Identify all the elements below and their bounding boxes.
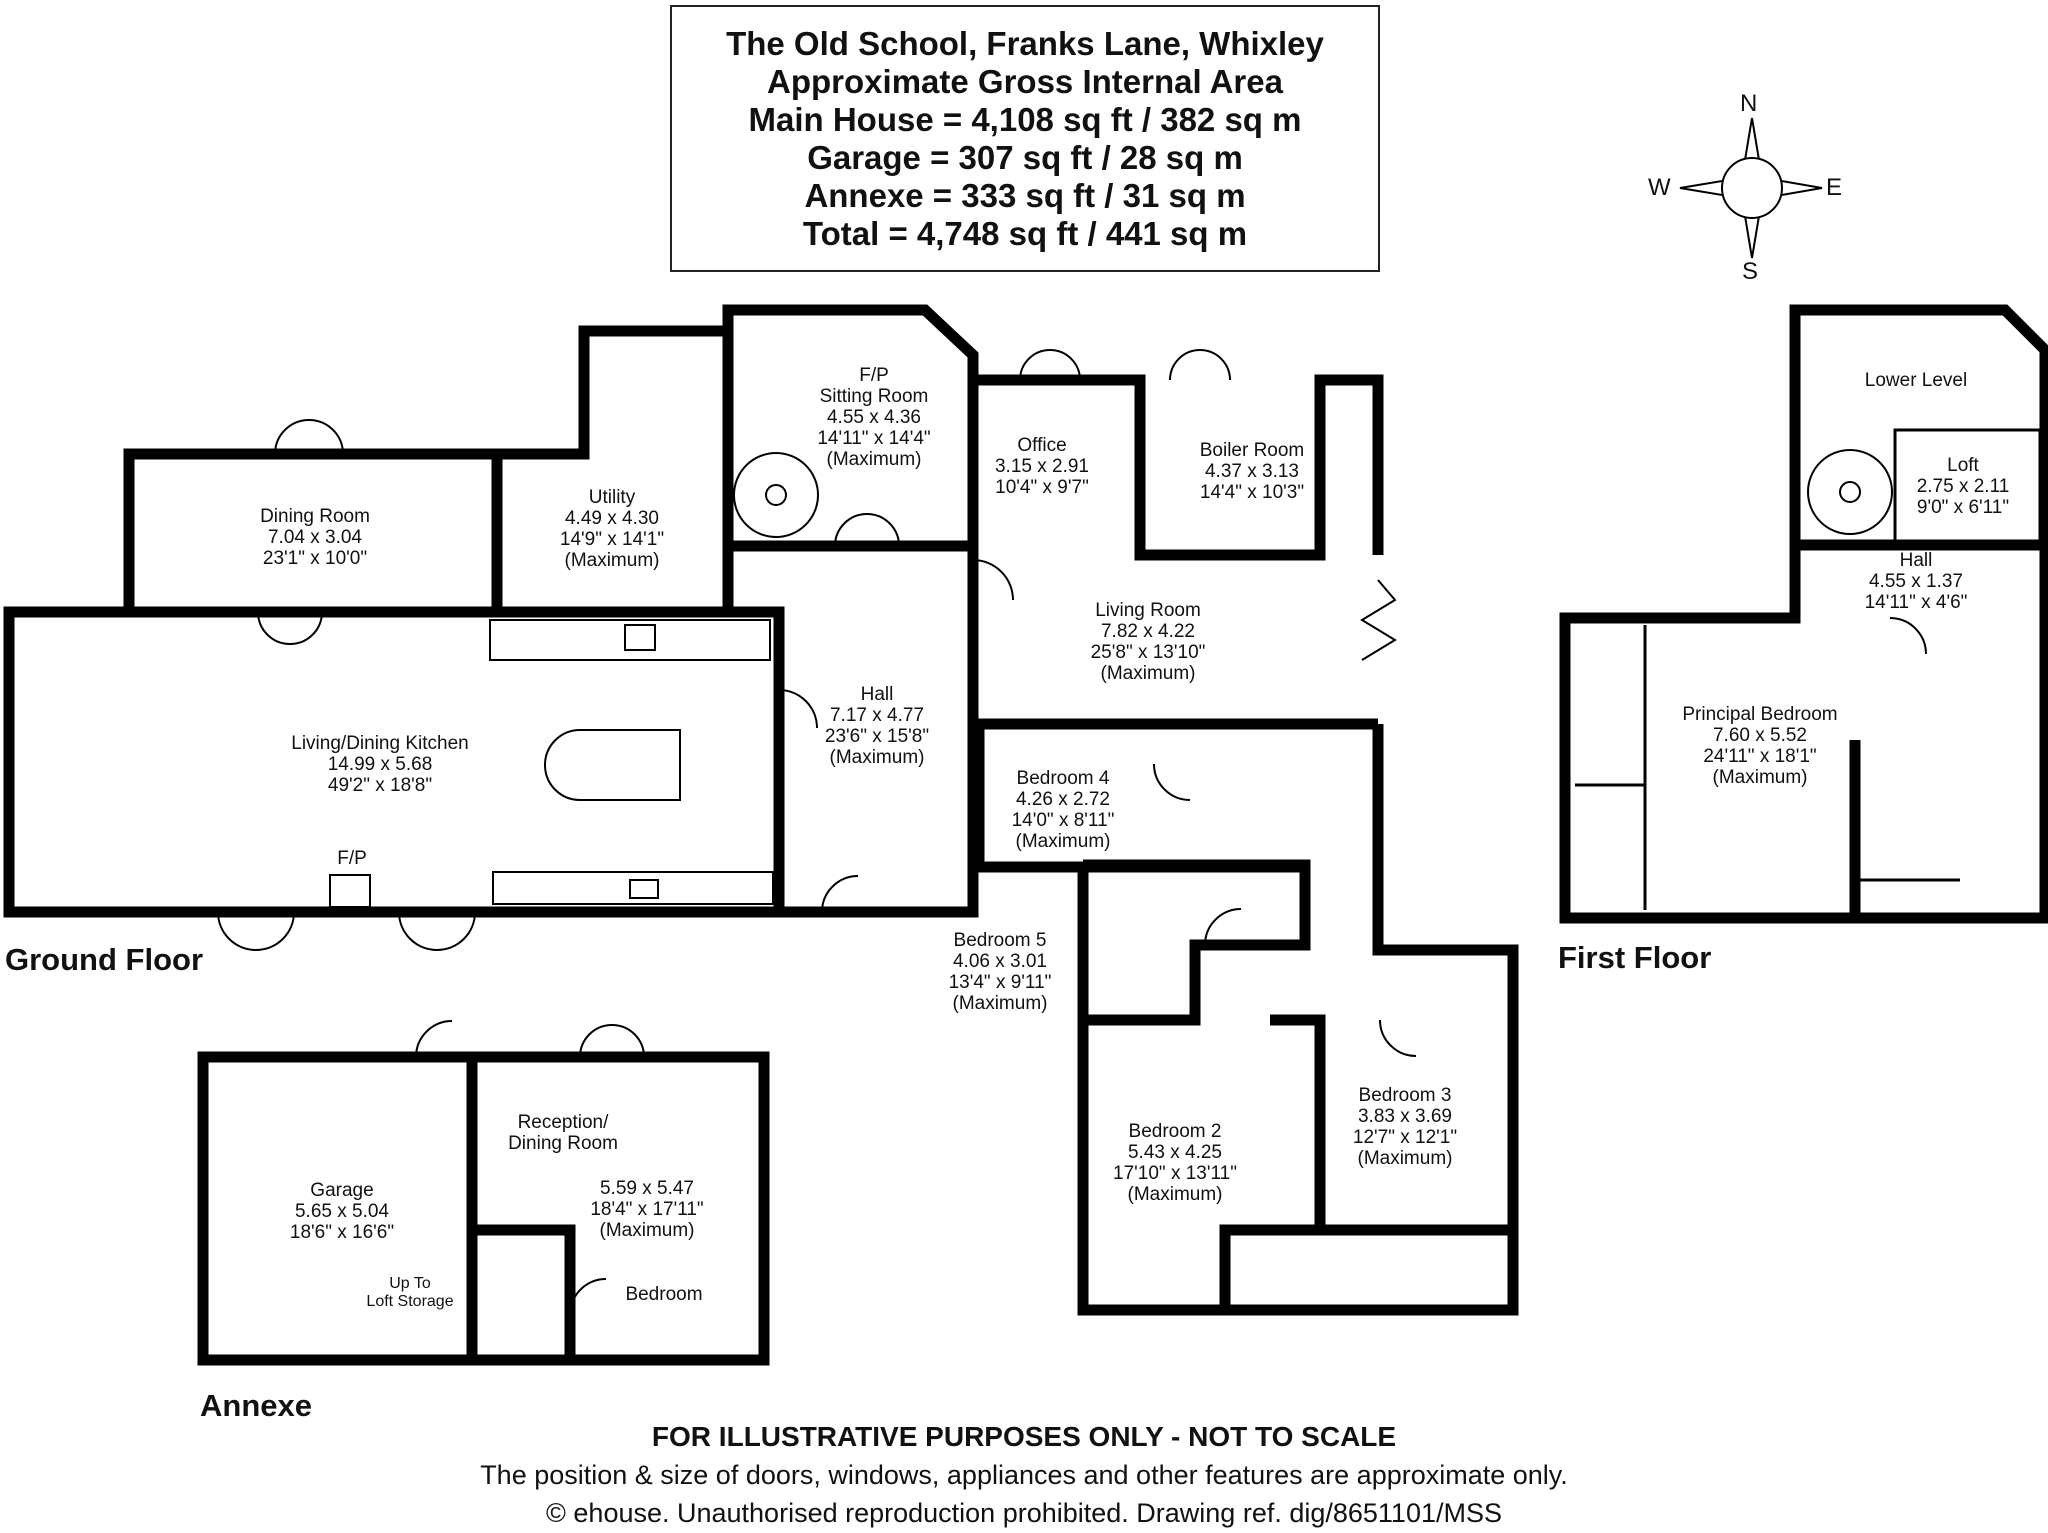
garage-door xyxy=(415,1020,453,1058)
property-title: The Old School, Franks Lane, Whixley xyxy=(726,24,1324,62)
garage-area: Garage = 307 sq ft / 28 sq m xyxy=(807,138,1243,176)
annexe-walls xyxy=(197,1051,770,1366)
annexe-bedroom-label: Bedroom xyxy=(625,1284,703,1305)
copyright: © ehouse. Unauthorised reproduction proh… xyxy=(546,1498,1502,1528)
sitting-room-walls xyxy=(722,304,979,612)
living-room-walls xyxy=(967,555,1378,730)
bedroom2-walls xyxy=(1219,1014,1326,1310)
east-wall-lower xyxy=(1077,724,1519,1316)
total-area: Total = 4,748 sq ft / 441 sq m xyxy=(802,214,1248,252)
compass-rose xyxy=(1679,117,1823,259)
compass-s: S xyxy=(1742,258,1759,285)
office-door-top xyxy=(1019,349,1081,381)
kitchen-worktop-bottom xyxy=(492,871,774,905)
area-summary-box: The Old School, Franks Lane, Whixley App… xyxy=(670,5,1380,272)
compass-w: W xyxy=(1648,174,1671,201)
office-boiler-walls xyxy=(973,374,1384,561)
reception-door xyxy=(579,1024,645,1058)
bedroom3-walls xyxy=(1314,1020,1513,1236)
front-door xyxy=(821,875,859,913)
dining-room-walls xyxy=(123,448,503,612)
spiral-stair-ground xyxy=(733,452,819,538)
bedroom5-walls xyxy=(1083,859,1311,1026)
annexe-bedroom-door xyxy=(569,1278,607,1316)
annexe-area: Annexe = 333 sq ft / 31 sq m xyxy=(804,176,1246,214)
first-hall-lower xyxy=(1559,545,2000,924)
compass-n: N xyxy=(1740,90,1758,117)
ground-floor-label: Ground Floor xyxy=(5,942,204,977)
principal-door xyxy=(1889,617,1927,655)
hall-door xyxy=(778,689,818,729)
bedroom5-door xyxy=(1204,908,1242,946)
dining-door-top xyxy=(274,419,344,455)
hob xyxy=(624,624,656,651)
boiler-door-top xyxy=(1169,349,1231,381)
kitchen-island xyxy=(544,729,681,801)
fireplace xyxy=(329,874,371,908)
compass-e: E xyxy=(1826,174,1843,201)
first-floor-label: First Floor xyxy=(1558,940,1712,975)
approximate-note: The position & size of doors, windows, a… xyxy=(480,1460,1568,1490)
sitting-door xyxy=(834,513,900,547)
bifold-doors xyxy=(1360,579,1397,661)
sink xyxy=(629,879,659,899)
bedroom4-door xyxy=(1153,763,1191,801)
living-door xyxy=(972,559,1014,601)
annexe-label: Annexe xyxy=(200,1388,312,1423)
lower-level-label: Lower Level xyxy=(1864,370,1968,391)
spiral-stair-first xyxy=(1807,449,1893,535)
dining-door-bottom xyxy=(257,611,323,645)
reception-label: Reception/Dining Room xyxy=(508,1112,618,1154)
bedroom3-door xyxy=(1379,1019,1417,1057)
area-subtitle: Approximate Gross Internal Area xyxy=(767,62,1283,100)
kitchen-fp-label: F/P xyxy=(337,848,367,869)
kitchen-worktop-top xyxy=(489,619,771,661)
main-house-area: Main House = 4,108 sq ft / 382 sq m xyxy=(748,100,1302,138)
annexe-bedroom-walls xyxy=(472,1224,576,1360)
disclaimer: FOR ILLUSTRATIVE PURPOSES ONLY - NOT TO … xyxy=(651,1421,1397,1452)
kitchen-door-right xyxy=(398,911,476,951)
lower-level-walls xyxy=(1789,304,2048,924)
loft-walls xyxy=(1893,428,2042,544)
kitchen-door-left xyxy=(217,911,295,951)
